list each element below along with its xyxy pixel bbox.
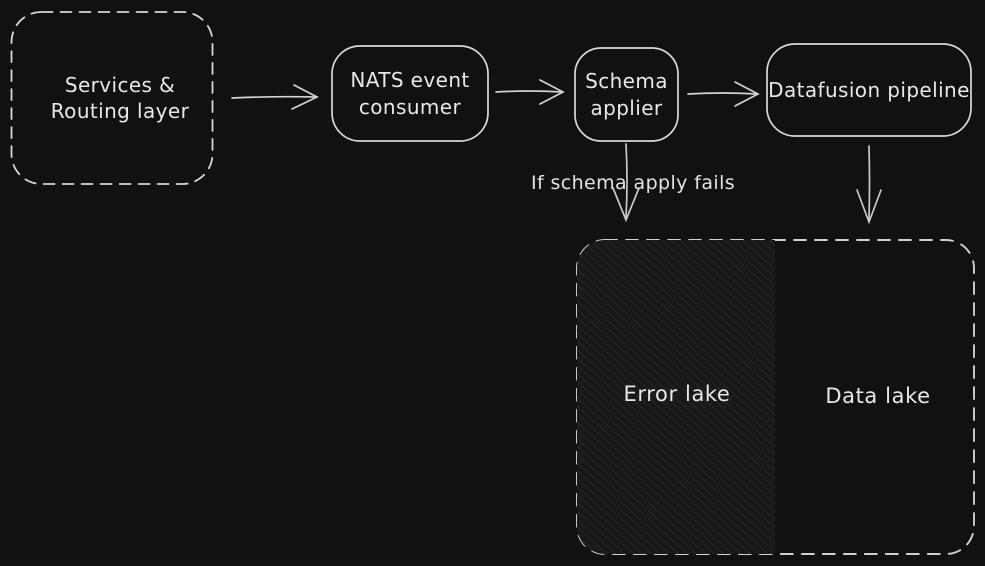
fail-path-label: If schema apply fails <box>530 172 736 194</box>
schema-applier-label: Schema applier <box>585 69 668 120</box>
nats-consumer-label: NATS event consumer <box>350 68 470 119</box>
schema-applier-box <box>574 47 679 142</box>
nats-consumer-box <box>331 45 489 142</box>
datafusion-pipeline-box <box>766 43 972 137</box>
arrow-services-to-nats <box>231 84 319 110</box>
arrow-nats-to-schema <box>495 79 565 105</box>
data-lake-label: Data lake <box>825 384 931 408</box>
arrow-schema-to-error-lake <box>612 143 640 223</box>
error-lake-hatch-fill <box>577 240 775 554</box>
services-routing-label: Services & Routing layer <box>50 72 190 123</box>
arrow-schema-to-datafusion <box>687 81 760 107</box>
error-lake-label: Error lake <box>623 382 731 406</box>
datafusion-pipeline-label: Datafusion pipeline <box>768 77 970 102</box>
services-routing-box <box>10 11 214 185</box>
arrow-datafusion-to-data-lake <box>856 145 882 225</box>
